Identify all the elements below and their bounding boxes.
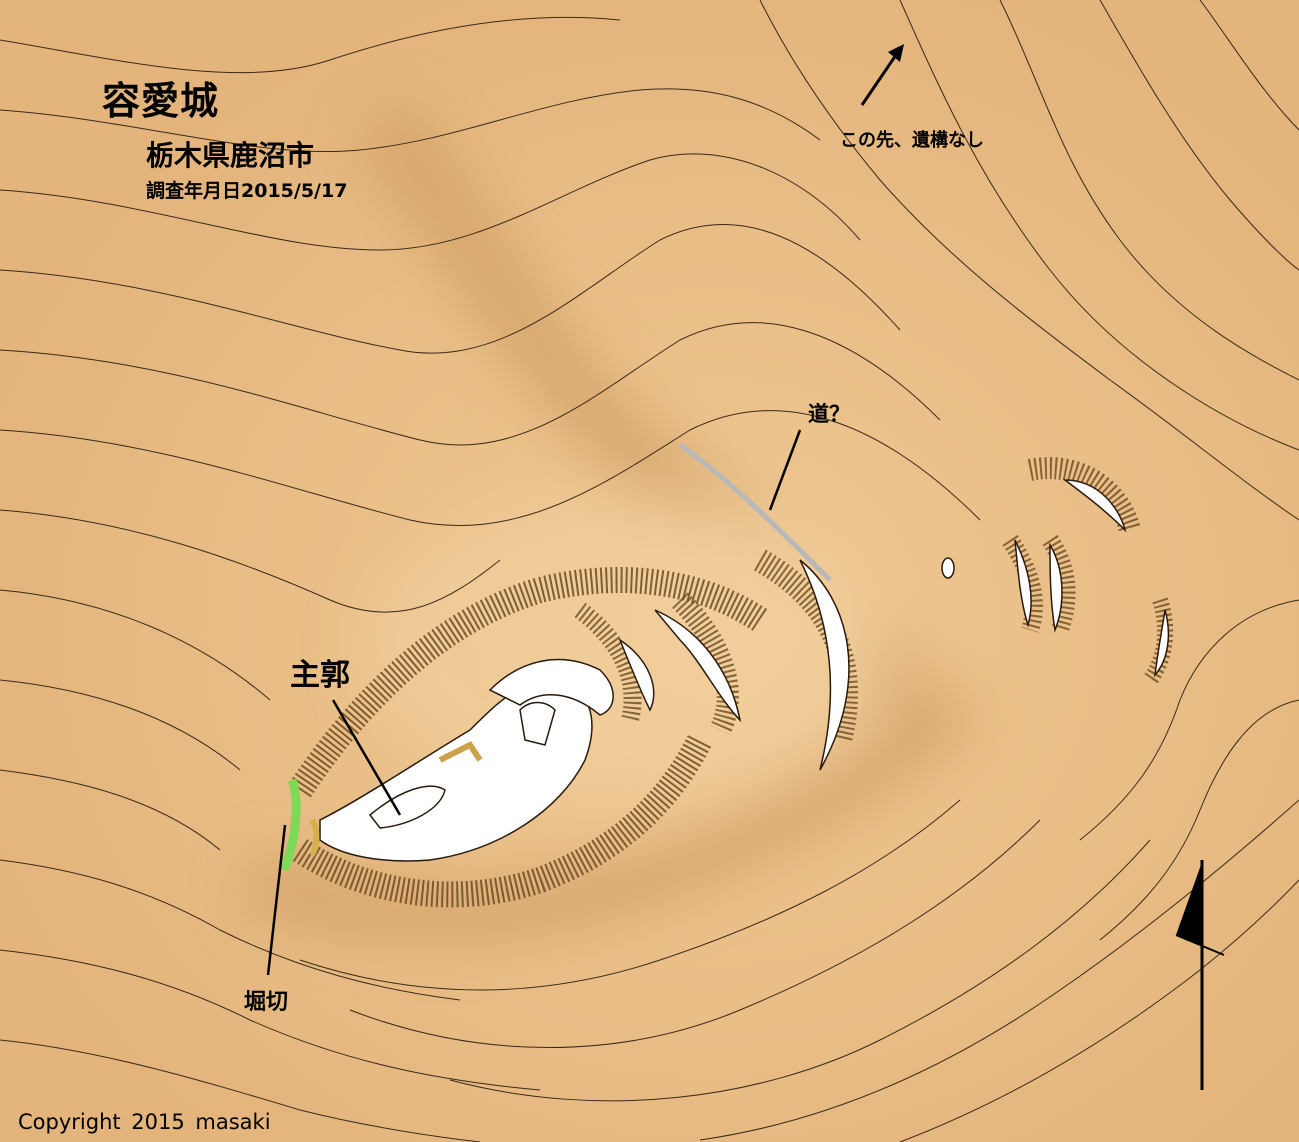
terrace-1	[654, 609, 742, 723]
terrace-4	[1062, 479, 1127, 533]
terrace-6	[1049, 542, 1063, 633]
no-remains-note: この先、遺構なし	[840, 130, 984, 151]
road-label: 道？	[808, 402, 850, 426]
terrace-7	[1153, 609, 1170, 678]
road-line	[678, 442, 832, 582]
north-arrow-icon	[1175, 860, 1225, 1090]
inner-structure	[368, 701, 556, 829]
moat-cut-label: 堀切	[244, 990, 289, 1015]
main-enclosure-label: 主郭	[290, 658, 350, 693]
leader-lines	[266, 429, 802, 976]
terrace-3	[799, 559, 850, 771]
map-location: 栃木県鹿沼市	[146, 139, 315, 172]
terrace-2	[618, 638, 655, 712]
small-mound	[941, 557, 955, 579]
terrace-5	[1014, 539, 1032, 628]
direction-arrow-icon	[860, 44, 904, 106]
survey-date: 調査年月日2015/5/17	[146, 180, 348, 202]
map-title: 容愛城	[102, 79, 220, 123]
moat-cut	[279, 778, 301, 872]
upper-enclosure-flat	[488, 658, 614, 716]
copyright-notice: Copyright 2015 masaki	[18, 1110, 271, 1134]
